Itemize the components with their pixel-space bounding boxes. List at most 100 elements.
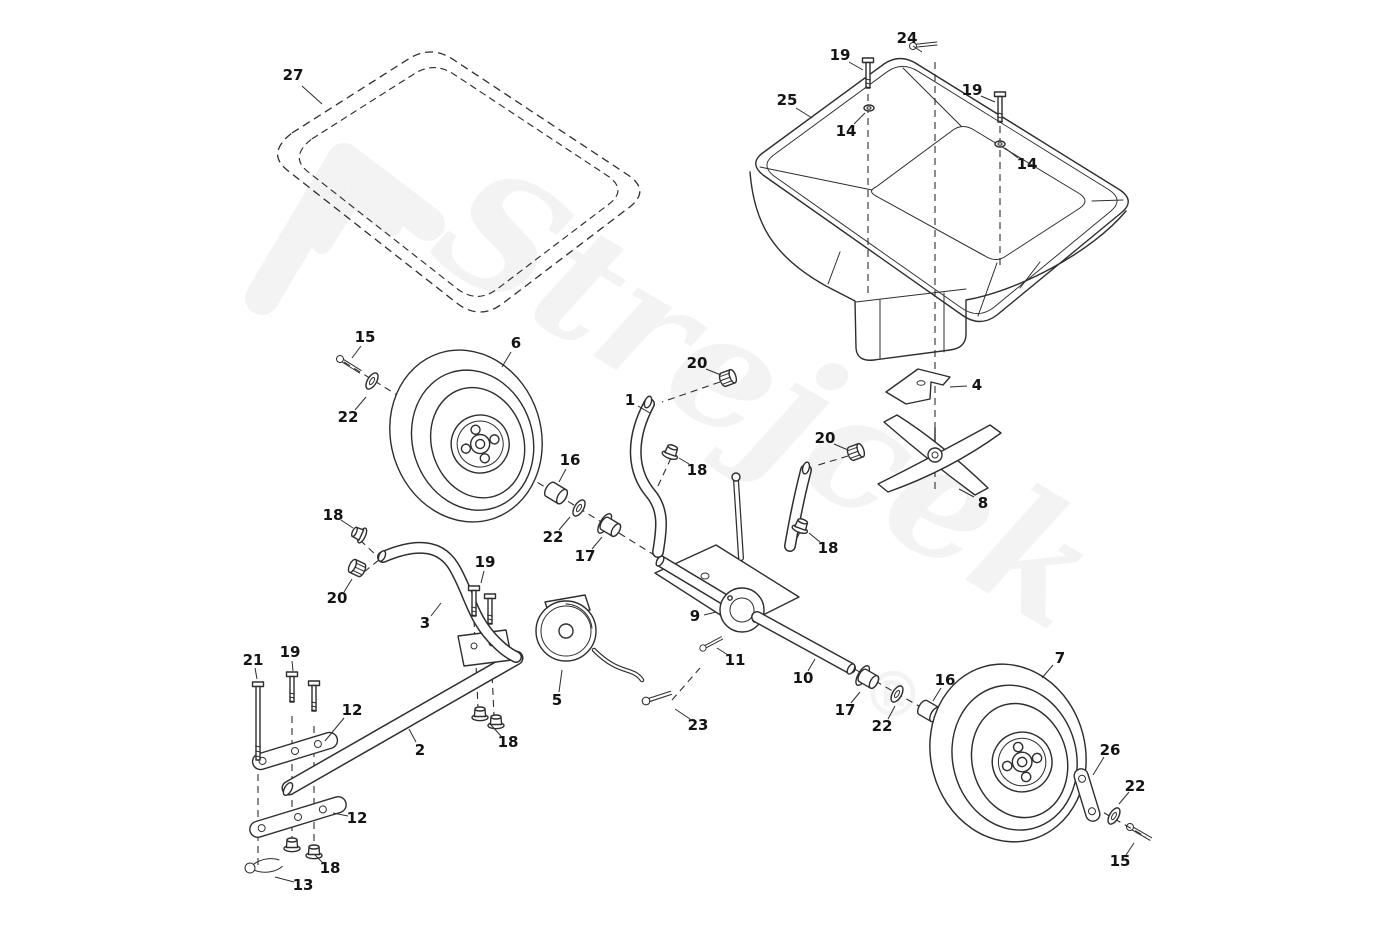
- hairpin-cotter-part-13: [244, 858, 283, 874]
- callout-leader-19: [848, 61, 864, 71]
- callout-20: 20: [327, 589, 348, 607]
- cotter-pin-part-15-right: [1124, 821, 1154, 843]
- lid-outer-edge: [277, 51, 641, 313]
- callout-leader-12: [332, 812, 349, 817]
- hopper-bottom-opening: [871, 126, 1086, 260]
- callout-12: 12: [342, 701, 363, 719]
- bolt-part-21: [251, 681, 265, 761]
- callout-2: 2: [415, 741, 425, 759]
- gearbox-part-9: [719, 587, 765, 633]
- bolt-part-19-hitch-1: [285, 671, 299, 703]
- callout-22: 22: [338, 408, 359, 426]
- hitch-plate-part-12-lower: [249, 796, 347, 838]
- callout-leader-22: [887, 705, 896, 720]
- callout-8: 8: [978, 494, 988, 512]
- callout-18: 18: [323, 506, 344, 524]
- callout-leader-13: [274, 876, 295, 883]
- impeller-part-8: [877, 414, 1002, 496]
- callout-21: 21: [243, 651, 264, 669]
- callout-6: 6: [511, 334, 521, 352]
- callout-leader-18: [314, 854, 324, 864]
- callout-leader-18: [340, 519, 354, 529]
- callout-leader-9: [703, 611, 717, 616]
- control-rod: [731, 472, 744, 561]
- agitator-plate-part-4: [885, 368, 951, 405]
- callout-leader-6: [501, 351, 512, 368]
- callout-7: 7: [1055, 649, 1065, 667]
- callout-14: 14: [836, 122, 857, 140]
- bolt-part-19-hitch-2: [307, 680, 321, 712]
- callout-27: 27: [283, 66, 304, 84]
- callout-11: 11: [725, 651, 746, 669]
- handle-grip-end-right: [801, 461, 811, 475]
- hopper-rim-inner: [766, 65, 1118, 315]
- callout-9: 9: [690, 607, 700, 625]
- callout-leader-20: [833, 443, 849, 451]
- callout-leader-20: [705, 368, 722, 376]
- callout-19: 19: [280, 643, 301, 661]
- callout-leader-19: [480, 570, 485, 584]
- callout-25: 25: [777, 91, 798, 109]
- nut-part-18-hitch-1: [283, 837, 301, 853]
- callout-leader-10: [807, 658, 816, 672]
- callout-leader-16: [558, 468, 567, 483]
- rim-hole-part-14-left: [863, 104, 875, 112]
- callout-16: 16: [560, 451, 581, 469]
- callout-leader-11: [716, 647, 729, 656]
- hitch-plate-part-12-upper: [251, 731, 339, 771]
- callout-20: 20: [815, 429, 836, 447]
- callout-10: 10: [793, 669, 814, 687]
- callout-19: 19: [475, 553, 496, 571]
- nut-part-18-frame-2: [487, 714, 505, 730]
- handle-grip-end-left: [643, 395, 653, 409]
- control-cable: [591, 647, 645, 683]
- washer-part-22-right-outer: [1104, 805, 1124, 827]
- callout-leader-24: [912, 45, 923, 53]
- callout-4: 4: [972, 376, 982, 394]
- callout-leader-18: [490, 724, 502, 737]
- callout-leader-20: [343, 578, 353, 593]
- callout-18: 18: [498, 733, 519, 751]
- callout-leader-21: [254, 667, 258, 680]
- callout-leader-15: [1125, 842, 1135, 856]
- callout-19: 19: [830, 46, 851, 64]
- hopper-part-25: [749, 57, 1129, 361]
- callout-leader-22: [354, 396, 367, 411]
- callout-15: 15: [1110, 852, 1131, 870]
- lower-handle-tube-part-3: [377, 541, 522, 663]
- callout-leader-18: [678, 457, 690, 465]
- callout-leader-17: [850, 691, 861, 704]
- callout-5: 5: [552, 691, 562, 709]
- callout-19: 19: [962, 81, 983, 99]
- callout-leader-22: [558, 516, 571, 531]
- callout-18: 18: [320, 859, 341, 877]
- callout-leader-12: [324, 717, 345, 742]
- callout-12: 12: [347, 809, 368, 827]
- callout-22: 22: [872, 717, 893, 735]
- callout-15: 15: [355, 328, 376, 346]
- hitch-tube-end: [282, 781, 294, 797]
- callout-23: 23: [688, 716, 709, 734]
- callout-20: 20: [687, 354, 708, 372]
- lid-part-27: [277, 51, 641, 313]
- callout-leader-5: [558, 669, 563, 693]
- left-axle-centerline: [343, 361, 689, 577]
- callout-16: 16: [935, 671, 956, 689]
- callout-leader-17: [591, 536, 603, 550]
- callout-leader-3: [430, 602, 442, 617]
- callout-leader-19: [980, 95, 996, 103]
- callout-leader-27: [301, 85, 323, 105]
- pin-23-centerline: [671, 667, 701, 701]
- callout-leader-4: [949, 385, 968, 388]
- callout-leader-14: [1004, 147, 1019, 159]
- callout-leader-16: [932, 687, 942, 702]
- hitch-tube-part-2: [281, 650, 524, 797]
- callout-leader-23: [674, 708, 691, 720]
- callout-17: 17: [575, 547, 596, 565]
- watermark-logo-inner: [312, 186, 402, 254]
- upper-handle-part-1: [629, 395, 812, 558]
- callout-layer: 2724191925141442020861522118162217182031…: [243, 29, 1146, 894]
- callout-leader-2: [408, 728, 417, 743]
- rim-hole-part-14-right: [994, 140, 1006, 148]
